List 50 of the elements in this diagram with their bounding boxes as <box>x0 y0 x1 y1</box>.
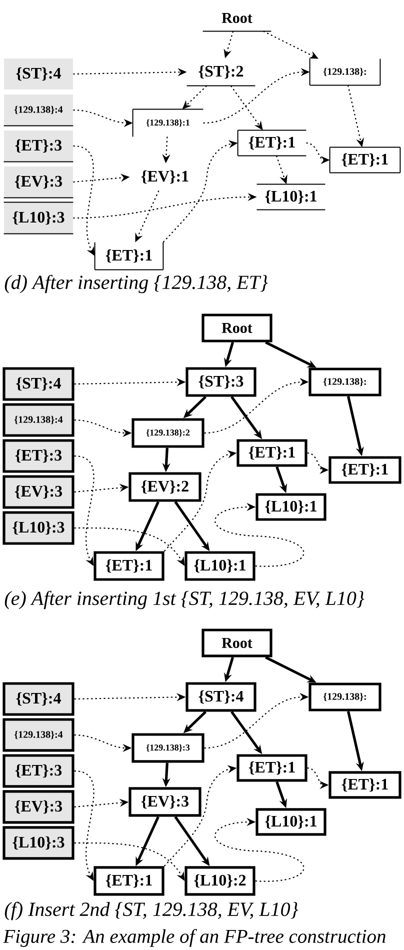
header-cell: {L10}:3 <box>2 826 74 860</box>
tree-node: {EV}:3 <box>128 787 202 817</box>
tree-node: {L10}:1 <box>184 551 256 581</box>
root-node: Root <box>202 628 272 658</box>
node-label: {EV}:1 <box>141 170 188 184</box>
header-cell: {EV}:3 <box>2 790 74 824</box>
tree-node: {ET}:1 <box>94 242 164 270</box>
header-cell: {EV}:3 <box>2 475 74 509</box>
figure-caption: Figure 3: An example of an FP-tree construction <box>3 929 386 947</box>
tree-node: {129.138}:3 <box>132 733 204 763</box>
tree-node: {L10}:1 <box>256 184 326 210</box>
tree-node: {ST}:3 <box>186 367 256 397</box>
header-cell: {L10}:3 <box>3 202 74 234</box>
tree-node: {L10}:1 <box>256 493 326 521</box>
tree-node: {ET}:1 <box>328 771 402 799</box>
tree-node: {ET}:1 <box>237 130 307 156</box>
root-node: Root <box>202 314 272 342</box>
header-cell: {ET}:3 <box>3 130 74 162</box>
dotted-arrow <box>214 502 304 567</box>
tree-node: {ET}:1 <box>94 551 164 581</box>
tree-node: {ET}:1 <box>236 754 308 782</box>
header-cell: {ST}:4 <box>4 58 73 90</box>
subfigure-caption: (d) After inserting {129.138, ET} <box>4 274 268 294</box>
tree-node: {EV}:2 <box>128 472 202 502</box>
header-cell: {L10}:3 <box>2 511 74 545</box>
subfigure-caption: (e) After inserting 1st {ST, 129.138, EV, L10} <box>4 590 364 610</box>
tree-node: {ET}:1 <box>236 439 308 467</box>
tree-node: {129.138}:2 <box>132 418 204 448</box>
tree-node: {ET}:1 <box>329 146 401 174</box>
header-cell: {129.138}:4 <box>2 718 74 752</box>
header-cell: {ST}:4 <box>2 367 74 401</box>
tree-node: {129.138}:1 <box>132 108 204 138</box>
tree-node: {ET}:1 <box>94 866 164 896</box>
tree-node: {ST}:4 <box>186 682 256 712</box>
dotted-arrow <box>214 818 304 882</box>
tree-node: {ST}:2 <box>186 65 256 86</box>
header-cell: {ET}:3 <box>2 439 74 473</box>
root-node: Root <box>202 13 272 32</box>
tree-node: {129.138}: <box>309 58 381 86</box>
tree-node: {129.138}: <box>308 368 382 396</box>
tree-node: {129.138}: <box>308 682 382 712</box>
header-cell: {129.138}:4 <box>2 403 74 437</box>
tree-node: {L10}:1 <box>256 808 326 836</box>
header-cell: {EV}:3 <box>3 166 74 198</box>
tree-node: {L10}:2 <box>184 866 256 896</box>
header-cell: {ET}:3 <box>2 754 74 788</box>
header-cell: {129.138}:4 <box>3 94 74 126</box>
tree-node: {ET}:1 <box>328 456 402 484</box>
subfigure-caption: (f) Insert 2nd {ST, 129.138, EV, L10} <box>4 902 298 920</box>
header-cell: {ST}:4 <box>2 682 74 716</box>
